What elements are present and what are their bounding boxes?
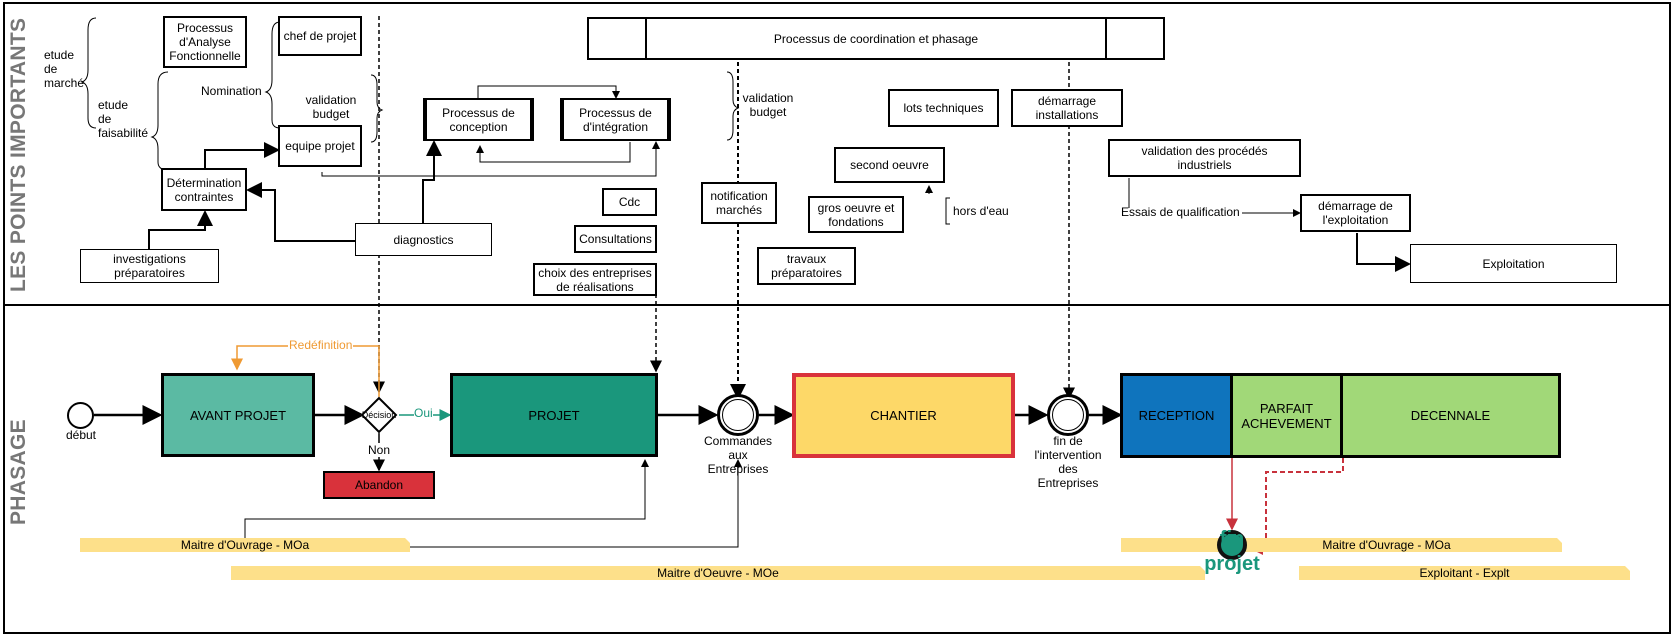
label-oui: Oui	[414, 406, 433, 420]
box-gros-oeuvre: gros oeuvre et fondations	[808, 196, 904, 233]
label-nomination: Nomination	[201, 84, 262, 98]
box-exploitation: Exploitation	[1410, 244, 1617, 283]
projet-label: PROJET	[528, 407, 580, 423]
box-processus-analyse: Processus d'Analyse Fonctionnelle	[163, 16, 247, 68]
box-notification-marches: notification marchés	[701, 182, 777, 224]
lane-moa-1-label: Maitre d'Ouvrage - MOa	[180, 538, 310, 552]
phase-chantier: CHANTIER	[792, 373, 1015, 458]
coordination-divider-right	[1105, 19, 1107, 58]
box-second-oeuvre: second oeuvre	[834, 147, 945, 183]
lane-title-phasage: PHASAGE	[7, 419, 30, 525]
lane-moa-1: Maitre d'Ouvrage - MOa	[80, 538, 410, 552]
lane-moa-2-label: Maitre d'Ouvrage - MOa	[1322, 538, 1451, 552]
box-lots-techniques: lots techniques	[888, 89, 999, 127]
fin-projet-event	[1217, 530, 1247, 560]
box-investigations: investigations préparatoires	[80, 249, 219, 283]
box-processus-conception: Processus de conception	[423, 98, 534, 141]
phase-reception: RECEPTION	[1120, 373, 1233, 458]
label-non: Non	[367, 443, 391, 457]
coordination-divider-left	[645, 19, 647, 58]
phase-avant-projet: AVANT PROJET	[161, 373, 315, 457]
box-equipe-projet: equipe projet	[278, 125, 362, 167]
box-determination-contraintes: Détermination contraintes	[161, 168, 247, 211]
box-cdc: Cdc	[602, 188, 657, 216]
label-fin-projet: fin projet	[1204, 528, 1260, 575]
label-etude-marche: etude de marché	[44, 48, 85, 90]
label-fin-intervention: fin de l'intervention des Entreprises	[1034, 434, 1102, 490]
parfait-label: PARFAIT ACHEVEMENT	[1241, 400, 1332, 431]
lane-title-points-importants: LES POINTS IMPORTANTS	[7, 17, 30, 292]
phase-parfait-achevement: PARFAIT ACHEVEMENT	[1230, 373, 1343, 458]
lane-exploitant: Exploitant - Explt	[1299, 566, 1630, 580]
label-decision: Décision	[361, 410, 397, 420]
fin-intervention-event	[1047, 394, 1089, 436]
fin-intervention-event-inner	[1052, 399, 1084, 431]
brace-nomination	[264, 21, 281, 129]
box-demarrage-exploitation: démarrage de l'exploitation	[1300, 194, 1411, 232]
label-commandes-entreprises: Commandes aux Entreprises	[703, 434, 773, 476]
avant-projet-label: AVANT PROJET	[189, 407, 287, 423]
box-demarrage-installations: démarrage installations	[1011, 89, 1123, 127]
lane-moe: Maitre d'Oeuvre - MOe	[231, 566, 1205, 580]
box-consultations: Consultations	[574, 225, 657, 253]
lane-exploitant-label: Exploitant - Explt	[1419, 566, 1510, 580]
brace-etude-marche	[80, 17, 97, 129]
lane-moe-label: Maitre d'Oeuvre - MOe	[657, 566, 779, 580]
label-validation-budget-1: validation budget	[305, 93, 357, 121]
commandes-event	[717, 394, 759, 436]
coordination-label: Processus de coordination et phasage	[773, 31, 979, 46]
commandes-event-inner	[722, 399, 754, 431]
box-diagnostics: diagnostics	[355, 223, 492, 256]
chantier-label: CHANTIER	[870, 408, 937, 423]
label-essais-qualification: Essais de qualification	[1121, 205, 1240, 219]
label-redefinition: Redéfinition	[288, 338, 354, 352]
brace-etude-faisabilite	[150, 71, 169, 171]
box-validation-procedes: validation des procédés industriels	[1108, 139, 1301, 177]
reception-label: RECEPTION	[1138, 408, 1215, 423]
lane-moa-2: Maitre d'Ouvrage - MOa	[1121, 538, 1562, 552]
box-abandon: Abandon	[323, 471, 435, 499]
label-hors-eau: hors d'eau	[953, 204, 1009, 218]
box-travaux-preparatoires: travaux préparatoires	[757, 247, 856, 285]
box-processus-integration: Processus de d'intégration	[560, 98, 671, 141]
label-debut: début	[65, 428, 97, 442]
box-choix-entreprises: choix des entreprises de réalisations	[533, 263, 657, 296]
box-chef-projet: chef de projet	[278, 16, 362, 56]
phase-decennale: DECENNALE	[1340, 373, 1561, 458]
start-event	[67, 402, 94, 429]
box-processus-coordination: Processus de coordination et phasage	[587, 17, 1165, 60]
outer-frame	[3, 2, 1671, 634]
label-etude-faisabilite: etude de faisabilité	[98, 98, 149, 140]
decennale-label: DECENNALE	[1410, 408, 1491, 423]
phase-projet: PROJET	[450, 373, 658, 457]
label-validation-budget-2: validation budget	[742, 91, 794, 119]
brace-validation-1	[370, 74, 384, 143]
